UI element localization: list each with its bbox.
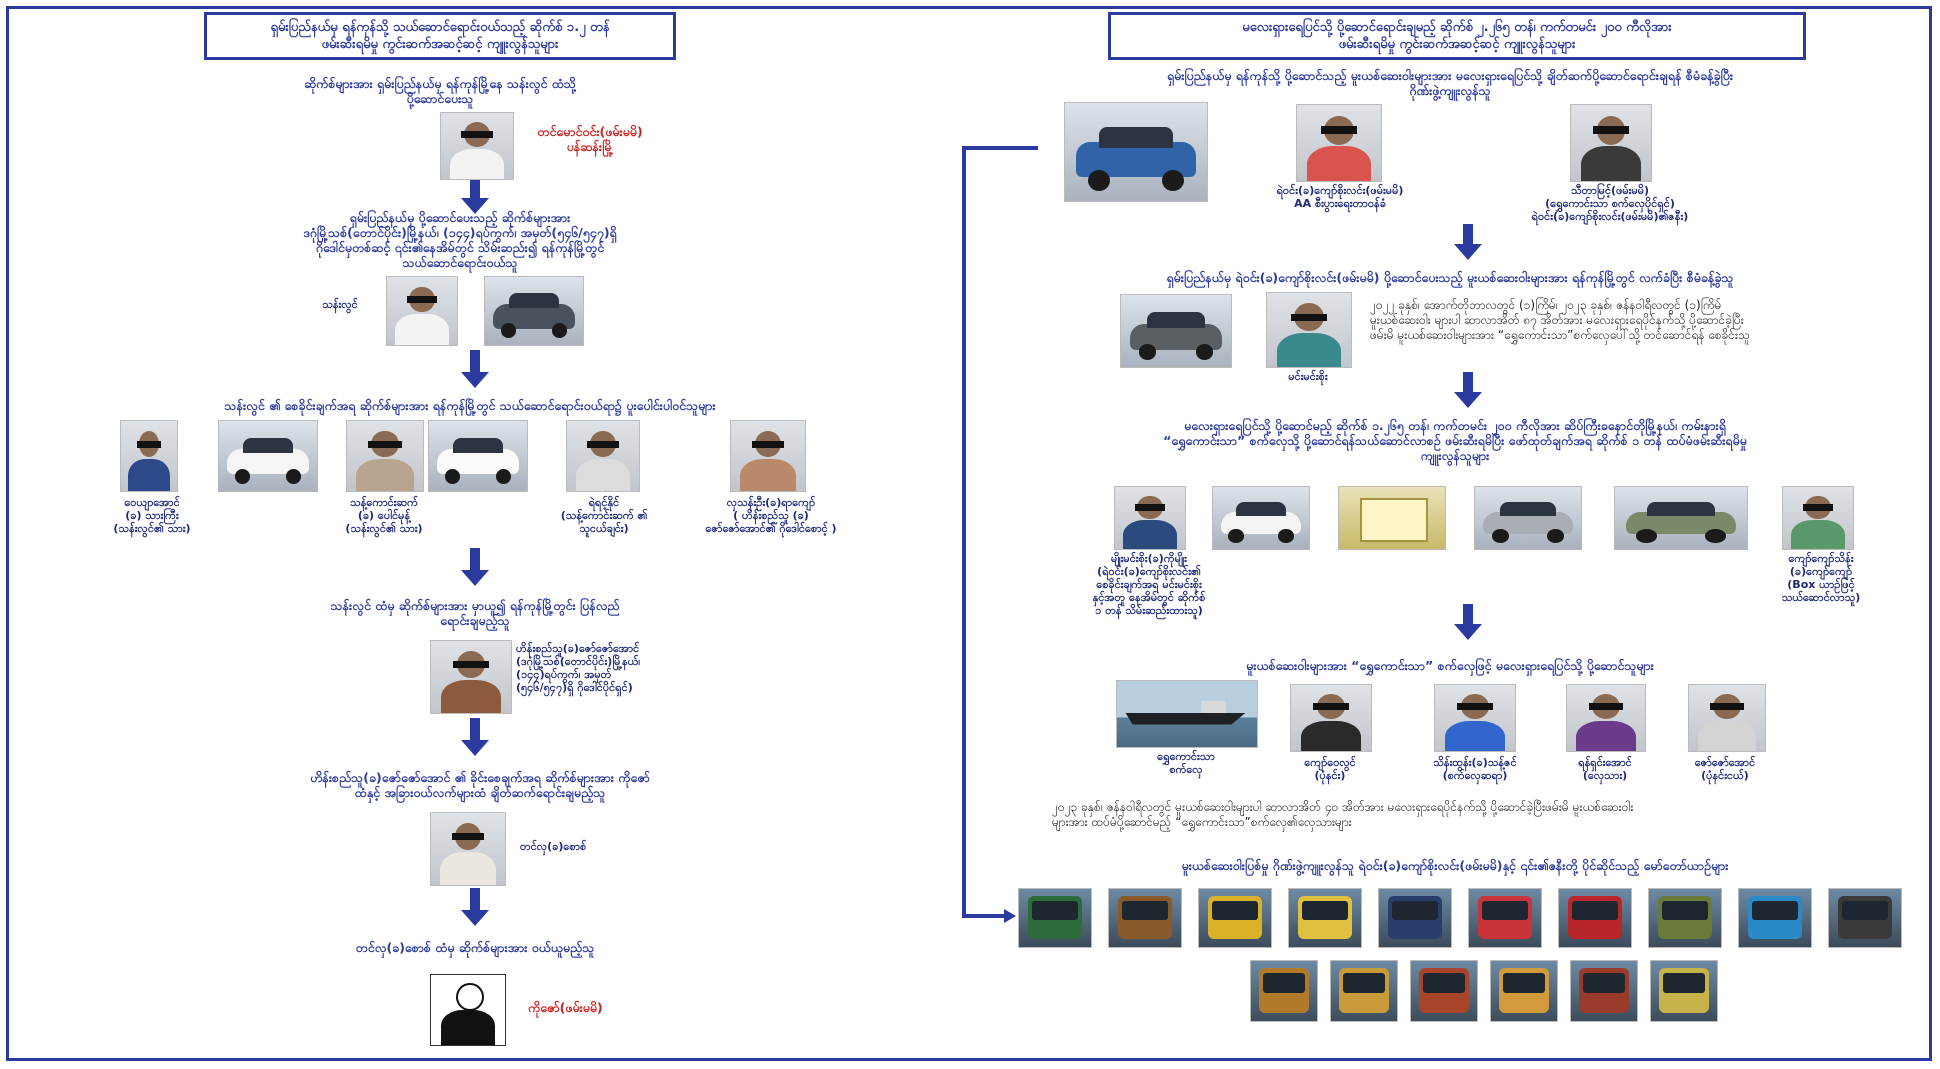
seized-drugs-photo <box>1338 486 1446 550</box>
thant-kaung-set-label: သန့်ကောင်းဆက် (ခ) ပေါင်မုန့် (သန်းလွင်၏ … <box>345 496 423 535</box>
hla-than-oo-label: လှသန်းဦး(ခ)ရာကျော် ( ဟိန်းစည်သူ (ခ) ဇော်… <box>705 496 837 535</box>
bus-photo <box>1570 960 1638 1022</box>
kyaw-kyaw-thein-label: ကျော်ကျော်သိန်း (ခ)ကျော်ကျော် (Box ယာဉ်ဖ… <box>1781 552 1861 604</box>
ye-win-photo <box>1296 104 1382 182</box>
right-step1-text: ရှမ်းပြည်နယ်မှ ရန်ကုန်သို့ ပို့ဆောင်သည့်… <box>1166 68 1734 98</box>
myo-min-soe-photo <box>1114 486 1186 550</box>
min-min-soe-label: မင်းမင်းစိုး <box>1288 370 1328 383</box>
right-step5-text: မူးယစ်ဆေးဝါးပြစ်မှု ဂိုဏ်းဖွဲ့ကျူးလွန်သူ… <box>1181 858 1729 873</box>
kyaw-kyaw-thein-photo <box>1782 486 1854 550</box>
kyaw-wai-lwin-label: ကျော်ဝေလွင် (ပုံနင်း) <box>1304 756 1356 782</box>
thant-kaung-set-photo <box>346 420 424 492</box>
min-min-soe-car-photo <box>1120 294 1232 368</box>
left-header-line2: ဖမ်းဆီးရမိမှု ကွင်းဆက်အဆင့်ဆင့် ကျူးလွန်… <box>321 37 559 52</box>
right-header-line2: ဖမ်းဆီးရမိမှု ကွင်းဆက်အဆင့်ဆင့် ကျူးလွန်… <box>1338 37 1576 52</box>
thant-kaung-set-car-photo <box>428 420 528 492</box>
ko-zaw-label: ကိုဇော်(ဖမ်းမမိ) <box>528 1000 603 1015</box>
shwe-kaung-thar-ship-photo <box>1116 680 1258 748</box>
wai-yar-aung-label: ဝေယျာအောင် (ခ) သားကြီး (သန်းလွင်၏ သား) <box>113 496 191 535</box>
left-step4-text: သန်းလွင် ထံမှ ဆိုက်စ်များအား မှာယူ၍ ရန်က… <box>330 598 620 628</box>
myo-min-soe-label: မျိုးမင်းစိုး(ခ)ကိုမျိုး (ရဲဝင်း(ခ)ကျော်… <box>1092 552 1206 617</box>
hein-si-thu-label: ဟိန်းစည်သူ(ခ)ဇော်ဇော်အောင် (ဒဂုံမြို့သစ်… <box>516 642 641 694</box>
left-step2-text: ရှမ်းပြည်နယ်မှ ပို့ဆောင်ပေးသည့် ဆိုက်စ်မ… <box>303 210 617 270</box>
ford-car-photo <box>1064 102 1208 202</box>
zaw-zaw-aung-photo <box>1688 684 1766 752</box>
bus-photo <box>1378 888 1452 948</box>
hein-si-thu-photo <box>430 640 512 714</box>
wai-yar-aung-car-photo <box>218 420 318 492</box>
ye-yint-naing-label: ရဲရင့်နိုင် (သန့်ကောင်းဆက် ၏ သူငယ်ချင်း) <box>560 496 648 535</box>
thein-tun-photo <box>1434 684 1516 752</box>
min-min-soe-photo <box>1266 292 1352 368</box>
yan-shin-aung-label: ရန်ရှင်းအောင် (လှေသား) <box>1578 756 1632 782</box>
thida-myint-photo <box>1570 104 1652 182</box>
right-step2-text: ရှမ်းပြည်နယ်မှ ရဲဝင်း(ခ)ကျော်စိုးလင်း(ဖမ… <box>1166 270 1734 285</box>
bus-photo <box>1828 888 1902 948</box>
bus-photo <box>1288 888 1362 948</box>
bus-photo <box>1468 888 1542 948</box>
tin-maung-win-photo <box>440 112 514 180</box>
bus-photo <box>1490 960 1558 1022</box>
bus-photo <box>1650 960 1718 1022</box>
bus-photo <box>1198 888 1272 948</box>
bus-photo <box>1250 960 1318 1022</box>
than-lwin-car-photo <box>484 276 584 346</box>
hla-than-oo-photo <box>730 420 806 492</box>
min-min-soe-desc: ၂၀၂၂ ခုနှစ်၊ အောက်တိုဘာလတွင် (၁)ကြိမ်၊ ၂… <box>1370 298 1750 342</box>
right-header: မလေးရှားရေပြင်သို့ ပို့ဆောင်ရောင်းချမည့်… <box>1108 12 1806 60</box>
bus-photo <box>1410 960 1478 1022</box>
bus-photo <box>1330 960 1398 1022</box>
silver-car-photo <box>1474 486 1582 550</box>
yan-shin-aung-photo <box>1566 684 1646 752</box>
bus-photo <box>1108 888 1182 948</box>
left-header: ရှမ်းပြည်နယ်မှ ရန်ကုန်သို့ သယ်ဆောင်ရောင်… <box>204 12 676 60</box>
right-step3-text: မလေးရှားရေပြင်သို့ ပို့ဆောင်မည့် ဆိုက်စ်… <box>1163 418 1747 463</box>
bracket-arrow-head <box>1004 909 1016 923</box>
right-header-line1: မလေးရှားရေပြင်သို့ ပို့ဆောင်ရောင်းချမည့်… <box>1242 20 1672 35</box>
bus-photo <box>1648 888 1722 948</box>
than-lwin-label: သန်းလွင် <box>322 298 358 311</box>
left-header-line1: ရှမ်းပြည်နယ်မှ ရန်ကုန်သို့ သယ်ဆောင်ရောင်… <box>270 20 610 35</box>
right-step4-text: မူးယစ်ဆေးဝါးများအား “ရွှေကောင်းသာ” စက်လှ… <box>1246 658 1654 673</box>
ye-win-label: ရဲဝင်း(ခ)ကျော်စိုးလင်း(ဖမ်းမမိ) AA စီးပွ… <box>1276 184 1404 210</box>
outer-frame <box>6 6 1932 1061</box>
zaw-zaw-aung-label: ဇော်ဇော်အောင် (ပုံနင်းငယ်) <box>1694 756 1756 782</box>
wai-yar-aung-photo <box>120 420 178 492</box>
box-truck-photo <box>1212 486 1310 550</box>
left-step1-text: ဆိုက်စ်များအား ရှမ်းပြည်နယ်မှ ရန်ကုန်မြိ… <box>304 76 576 106</box>
tin-hla-photo <box>430 812 506 886</box>
tin-hla-label: တင်လှ(ခ)စောစ် <box>520 840 587 853</box>
left-step5-text: ဟိန်းစည်သူ(ခ)ဇော်ဇော်အောင် ၏ ခိုင်းစေချက… <box>310 770 650 800</box>
than-lwin-photo <box>386 276 458 346</box>
bus-photo <box>1558 888 1632 948</box>
bracket-connector-vertical <box>962 146 966 918</box>
kyaw-wai-lwin-photo <box>1290 684 1372 752</box>
thein-tun-label: သိန်းထွန်း(ခ)သန့်ဇင် (စက်လှေဆရာ) <box>1433 756 1517 782</box>
bus-photo <box>1738 888 1812 948</box>
ship-label: ရွှေကောင်းသာ စက်လှေ <box>1157 750 1215 776</box>
bracket-connector-top <box>962 146 1038 150</box>
left-step3-text: သန်းလွင် ၏ စေခိုင်းချက်အရ ဆိုက်စ်များအား… <box>224 398 716 413</box>
right-step4-desc: ၂၀၂၃ ခုနှစ်၊ ဇန်နဝါရီလတွင် မူးယစ်ဆေးဝါးမ… <box>1052 800 1634 829</box>
thida-myint-label: သီတာမြင့်(ဖမ်းမမိ) (ရွှေကောင်းသာ စက်လှေပ… <box>1531 184 1689 223</box>
bracket-connector-bottom <box>962 914 1008 918</box>
bus-photo <box>1018 888 1092 948</box>
left-step6-text: တင်လှ(ခ)စောစ် ထံမှ ဆိုက်စ်များအား ဝယ်ယူမ… <box>355 940 595 955</box>
tin-maung-win-label: တင်မောင်ဝင်း(ဖမ်းမမိ) ပန်ဆန်းမြို့ <box>537 124 643 154</box>
ye-yint-naing-photo <box>566 420 640 492</box>
truck-yard-photo <box>1614 486 1748 550</box>
ko-zaw-silhouette <box>430 974 506 1046</box>
